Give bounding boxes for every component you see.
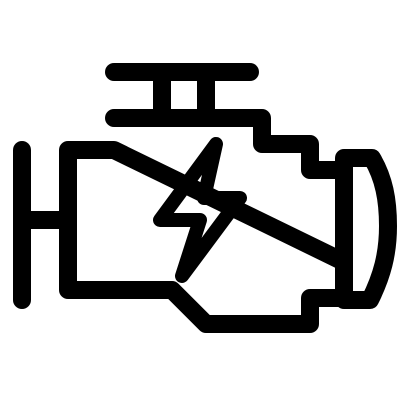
lightning-bolt-icon	[153, 137, 247, 283]
engine-right-cap	[335, 149, 397, 309]
